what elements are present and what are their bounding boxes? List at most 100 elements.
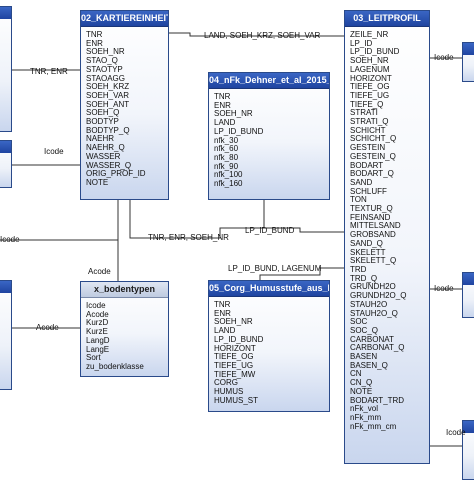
field: LAND <box>214 118 236 128</box>
field: STAUH2O_Q <box>350 308 398 318</box>
connector-label: Acode <box>88 267 111 276</box>
connector-label: Icode <box>0 235 20 244</box>
field: STAO_Q <box>86 56 118 66</box>
field: ENR <box>214 100 231 110</box>
field: NAEHR_Q <box>86 143 125 153</box>
field: ENR <box>214 308 231 318</box>
connector-label: Icode <box>434 284 454 293</box>
field: TIEFE_Q <box>350 99 384 109</box>
field: TEXTUR_Q <box>350 204 393 214</box>
right-table-stub-mid[interactable] <box>462 272 474 318</box>
field: CORG <box>214 378 238 388</box>
field: SOC <box>350 317 368 327</box>
rel-tnr-enr-soeh <box>129 200 344 239</box>
right-table-stub-top[interactable] <box>462 42 474 82</box>
field: Icode <box>86 301 106 310</box>
field: nFk_mm_cm <box>350 421 397 431</box>
left-table-stub-top[interactable] <box>0 6 12 132</box>
field: CARBONAT_Q <box>350 343 405 353</box>
field: nfk_160 <box>214 179 243 189</box>
field: STAOAGG <box>86 73 125 83</box>
field: nFk_mm <box>350 412 382 422</box>
field: TIEFE_UG <box>214 360 254 370</box>
field: SOEH_NR <box>214 109 253 119</box>
connector-label: LP_ID_BUND, LAGENUM <box>228 264 322 273</box>
rel-land-soeh <box>168 32 344 37</box>
field: CN_Q <box>350 378 373 388</box>
field: LangE <box>86 344 110 354</box>
field: TIEFE_OG <box>214 352 254 362</box>
field: ZEILE_NR <box>350 30 389 39</box>
connector-label: Icode <box>446 428 466 437</box>
field-list: Icode Acode KurzD KurzE LangD LangE Sort… <box>81 298 168 372</box>
table-kartiereinheiten[interactable]: 02_KARTIEREINHEITEN TNR ENR SOEH_NR STAO… <box>80 10 169 200</box>
field: GESTEIN <box>350 143 386 153</box>
field: NOTE <box>86 177 109 187</box>
field: LAGENUM <box>350 64 390 74</box>
field: TRD_Q <box>350 273 378 283</box>
field: ENR <box>86 38 103 48</box>
table-nfk-dehner[interactable]: 04_nFk_Dehner_et_al_2015_h0 TNR ENR SOEH… <box>208 72 330 200</box>
field: nFk_vol <box>350 404 379 414</box>
field: SCHLUFF <box>350 186 387 196</box>
field: LP_ID_BUND <box>350 47 400 57</box>
field: zu_bodenklasse <box>86 361 144 371</box>
field: SCHICHT <box>350 125 386 135</box>
table-corg-humusstufe[interactable]: 05_Corg_Humusstufe_aus_M4 TNR ENR SOEH_N… <box>208 280 330 412</box>
field: SOEH_Q <box>86 108 120 118</box>
left-table-stub-middle[interactable] <box>0 140 12 188</box>
field: Sort <box>86 353 101 363</box>
field: SOEH_VAR <box>86 90 129 100</box>
field: SAND_Q <box>350 238 383 248</box>
field: SOC_Q <box>350 325 379 335</box>
field: SAND <box>350 177 373 187</box>
field: GRUNDH2O <box>350 282 396 292</box>
field: GRUNDH2O_Q <box>350 291 407 301</box>
field: CARBONAT <box>350 334 394 344</box>
rel-lp-lagenum <box>259 267 344 280</box>
field: TIEFE_OG <box>350 82 390 92</box>
field: nfk_90 <box>214 161 239 171</box>
table-title: 04_nFk_Dehner_et_al_2015_h0 <box>209 73 329 89</box>
field: Acode <box>86 309 109 319</box>
connector-label: Acode <box>36 323 59 332</box>
field-list: ZEILE_NR LP_ID LP_ID_BUND SOEH_NR LAGENU… <box>345 27 429 431</box>
table-title: x_bodentypen <box>81 282 168 298</box>
table-bodentypen[interactable]: x_bodentypen Icode Acode KurzD KurzE Lan… <box>80 281 169 377</box>
field: TON <box>350 195 367 205</box>
field-list: TNR ENR SOEH_NR LAND LP_ID_BUND HORIZONT… <box>209 297 329 405</box>
field: BASEN <box>350 352 378 362</box>
field: nfk_100 <box>214 170 243 180</box>
field: SOEH_ANT <box>86 99 130 109</box>
field: KurzE <box>86 327 108 337</box>
table-leitprofil[interactable]: 03_LEITPROFIL ZEILE_NR LP_ID LP_ID_BUND … <box>344 10 430 464</box>
field: HUMUS_ST <box>214 395 259 405</box>
field: BODTYP <box>86 117 119 127</box>
field: NOTE <box>350 386 373 396</box>
table-title: 03_LEITPROFIL <box>345 11 429 27</box>
field: SCHICHT_Q <box>350 134 397 144</box>
connector-label: Icode <box>44 147 64 156</box>
field: TNR <box>214 92 231 101</box>
field: MITTELSAND <box>350 221 401 231</box>
connector-label: TNR, ENR, SOEH_NR <box>148 233 229 242</box>
field: TIEFE_UG <box>350 90 390 100</box>
field: NAEHR <box>86 134 115 144</box>
field: HORIZONT <box>214 343 256 353</box>
field: HORIZONT <box>350 73 392 83</box>
table-title: 05_Corg_Humusstufe_aus_M4 <box>209 281 329 297</box>
field: LP_ID_BUND <box>214 126 264 136</box>
field: BASEN_Q <box>350 360 388 370</box>
table-title: 02_KARTIEREINHEITEN <box>81 11 168 27</box>
field: LP_ID <box>350 38 373 48</box>
field: WASSER_Q <box>86 160 132 170</box>
field: CN <box>350 369 362 379</box>
field: SKELETT <box>350 247 386 257</box>
field: TRD <box>350 264 367 274</box>
left-table-stub-bottom[interactable] <box>0 280 12 390</box>
field: SOEH_NR <box>86 47 125 57</box>
field: TNR <box>86 30 103 39</box>
connector-label: Icode <box>434 53 454 62</box>
field: LP_ID_BUND <box>214 334 264 344</box>
